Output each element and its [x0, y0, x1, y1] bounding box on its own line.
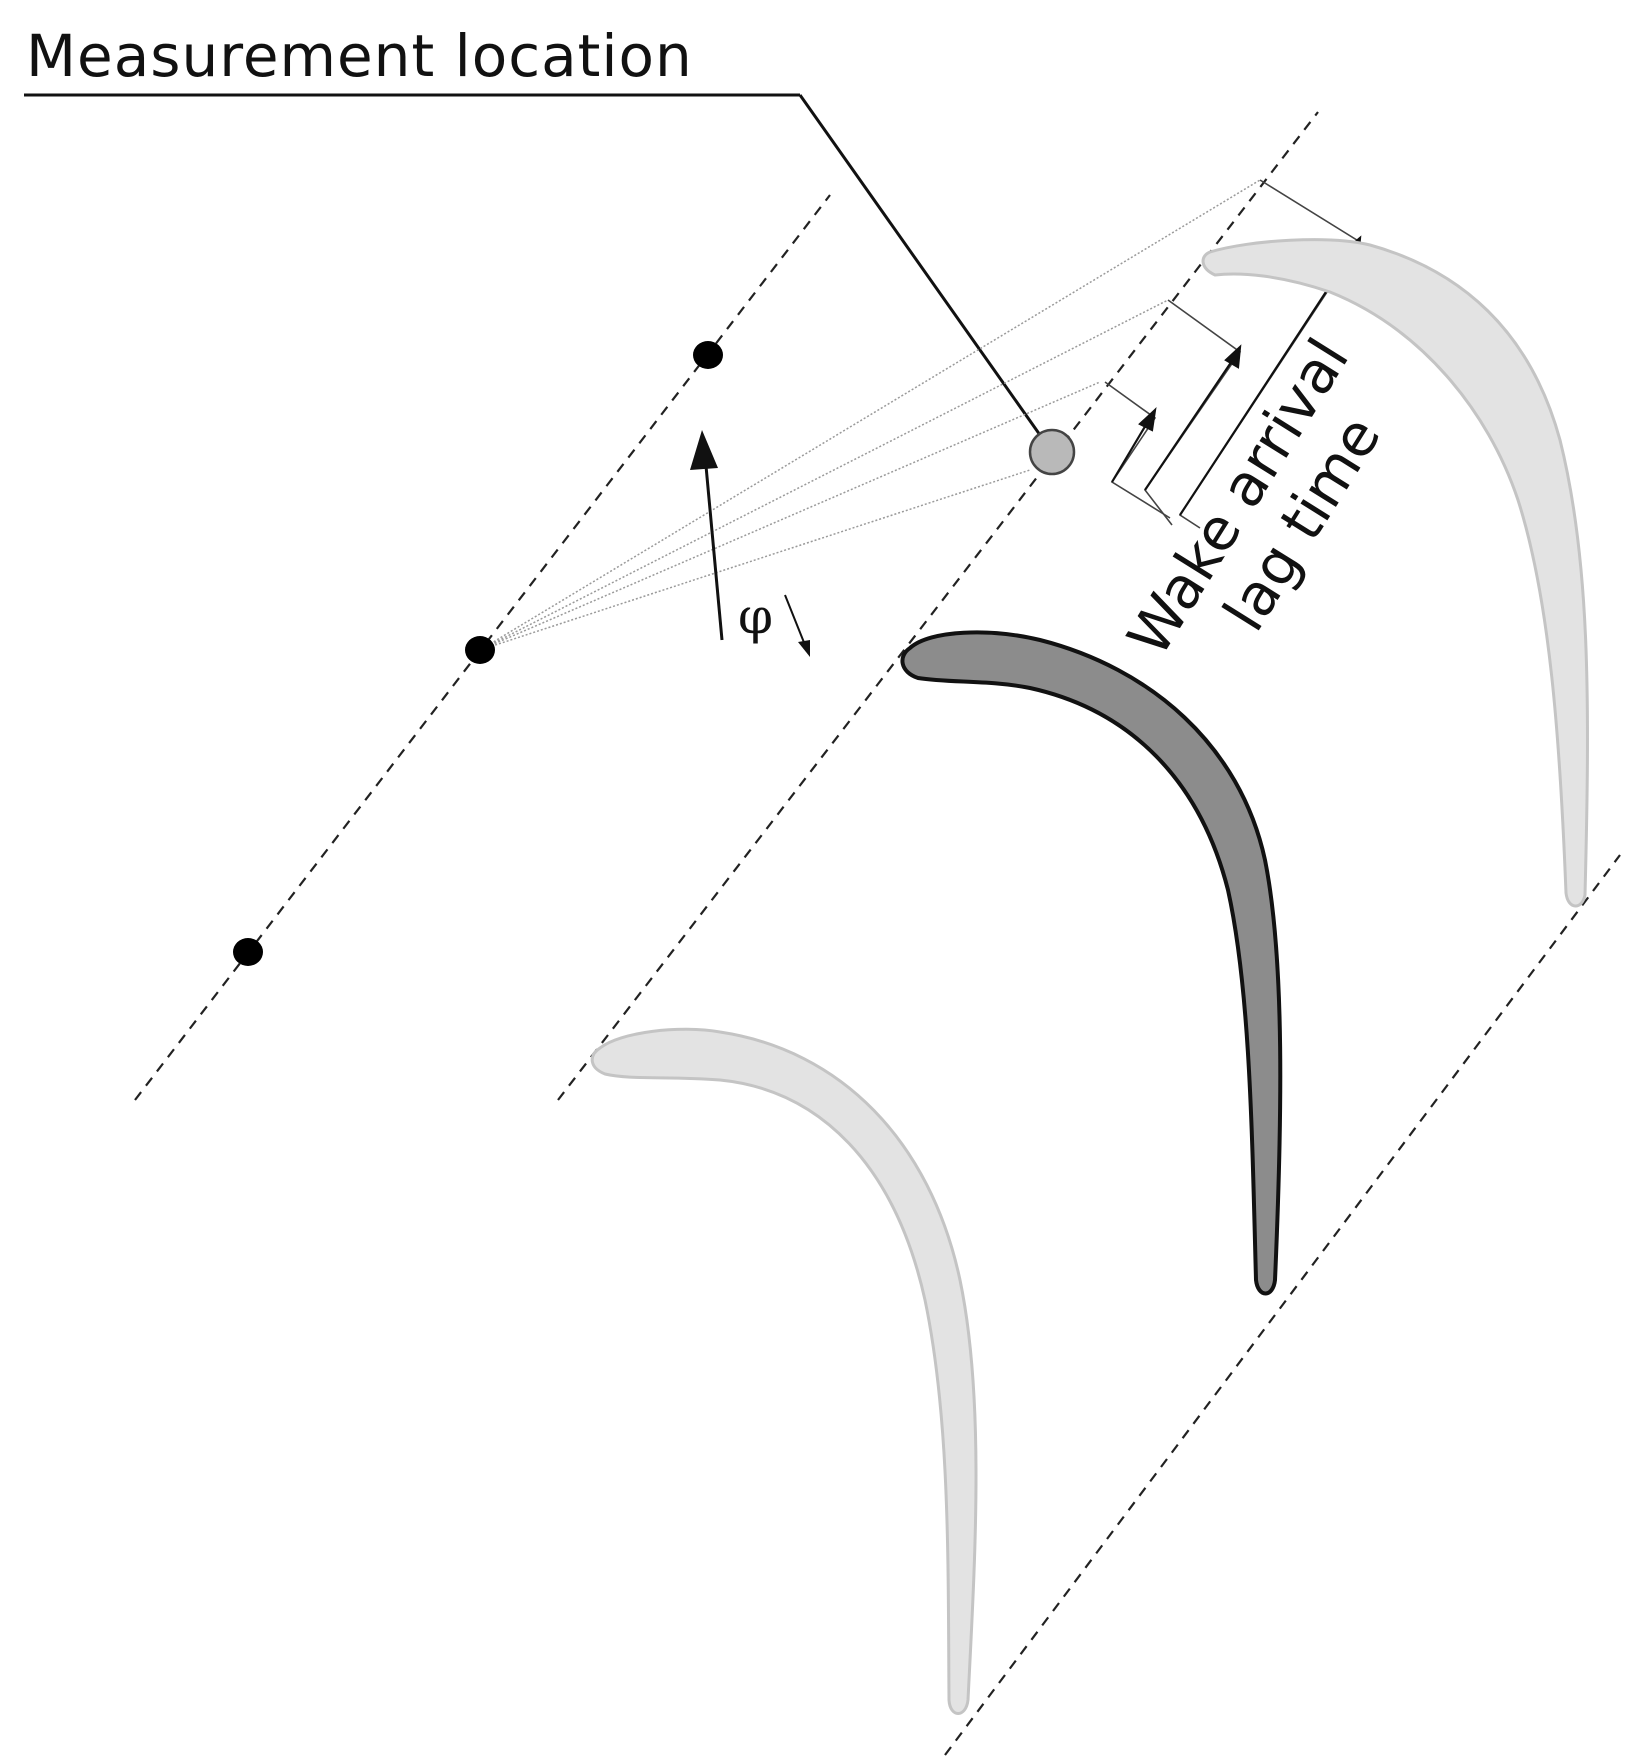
phi-arrow-shaft	[784, 594, 806, 646]
wake-ray-3	[479, 381, 1101, 651]
phi-arrow-head	[798, 640, 810, 657]
lag-arrow-medium-head	[1224, 344, 1242, 369]
upstream-point-source	[465, 636, 495, 664]
active-blade	[900, 630, 1283, 1296]
rotation-arrow-shaft	[703, 454, 724, 641]
measurement-location-label: Measurement location	[26, 22, 693, 90]
ghost-blade-upper	[1201, 238, 1589, 908]
measurement-probe	[1028, 428, 1076, 476]
upstream-point-bottom	[233, 938, 263, 966]
upstream-point-top	[693, 341, 723, 369]
blade-row-outlet-dashed-line	[944, 854, 1621, 1756]
wake-rays	[479, 179, 1261, 651]
lag-bracket-small	[1104, 381, 1171, 519]
lag-arrow-small-shaft	[1111, 417, 1151, 483]
wake-ray-1	[479, 179, 1261, 651]
lag-arrow-medium-shaft	[1144, 354, 1237, 491]
phi-label: φ	[738, 587, 773, 645]
wake-ray-2	[479, 299, 1169, 651]
blade-row-inlet-dashed-line	[557, 111, 1319, 1101]
rotation-arrow-head	[690, 430, 718, 470]
ghost-blade-lower	[590, 1027, 978, 1715]
lag-arrow-small-head	[1138, 407, 1157, 432]
wake-ray-4	[479, 469, 1031, 651]
measurement-leader-line	[798, 94, 1054, 453]
